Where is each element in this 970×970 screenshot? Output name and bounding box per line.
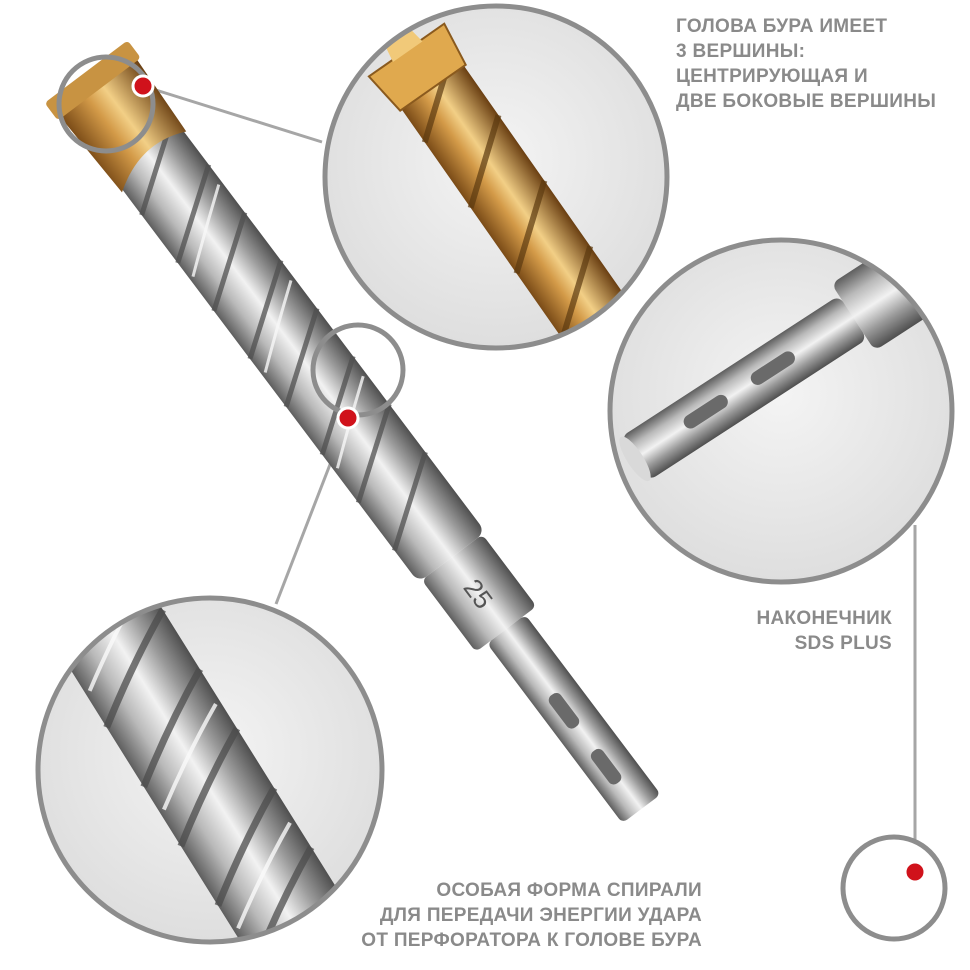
callout-markers	[131, 74, 927, 884]
zoom-circle-spiral	[35, 595, 385, 945]
head-callout-ring	[56, 54, 156, 154]
caption-line: ЦЕНТРИРУЮЩАЯ И	[676, 66, 868, 87]
spiral-caption: ОСОБАЯ ФОРМА СПИРАЛИ ДЛЯ ПЕРЕДАЧИ ЭНЕРГИ…	[361, 878, 702, 953]
caption-line: ОТ ПЕРФОРАТОРА К ГОЛОВЕ БУРА	[361, 930, 702, 951]
spiral-marker-dot	[336, 406, 360, 430]
caption-line: ОСОБАЯ ФОРМА СПИРАЛИ	[436, 880, 702, 901]
sds-tip-caption: НАКОНЕЧНИК SDS PLUS	[756, 606, 892, 656]
drill-bit-main: 25	[46, 41, 659, 821]
caption-line: НАКОНЕЧНИК	[756, 608, 892, 629]
tip-callout-ring	[840, 834, 948, 942]
drill-head-caption: ГОЛОВА БУРА ИМЕЕТ 3 ВЕРШИНЫ: ЦЕНТРИРУЮЩА…	[676, 14, 936, 114]
zoom-circle-sds-tip	[607, 237, 955, 585]
caption-line: SDS PLUS	[794, 633, 892, 654]
caption-line: ГОЛОВА БУРА ИМЕЕТ	[676, 16, 888, 37]
zoom-circle-drill-head	[322, 3, 670, 351]
caption-line: ДЛЯ ПЕРЕДАЧИ ЭНЕРГИИ УДАРА	[379, 905, 702, 926]
caption-line: 3 ВЕРШИНЫ:	[676, 41, 806, 62]
caption-line: ДВЕ БОКОВЫЕ ВЕРШИНЫ	[676, 91, 937, 112]
head-marker-dot	[131, 74, 155, 98]
tip-marker-dot	[903, 860, 927, 884]
